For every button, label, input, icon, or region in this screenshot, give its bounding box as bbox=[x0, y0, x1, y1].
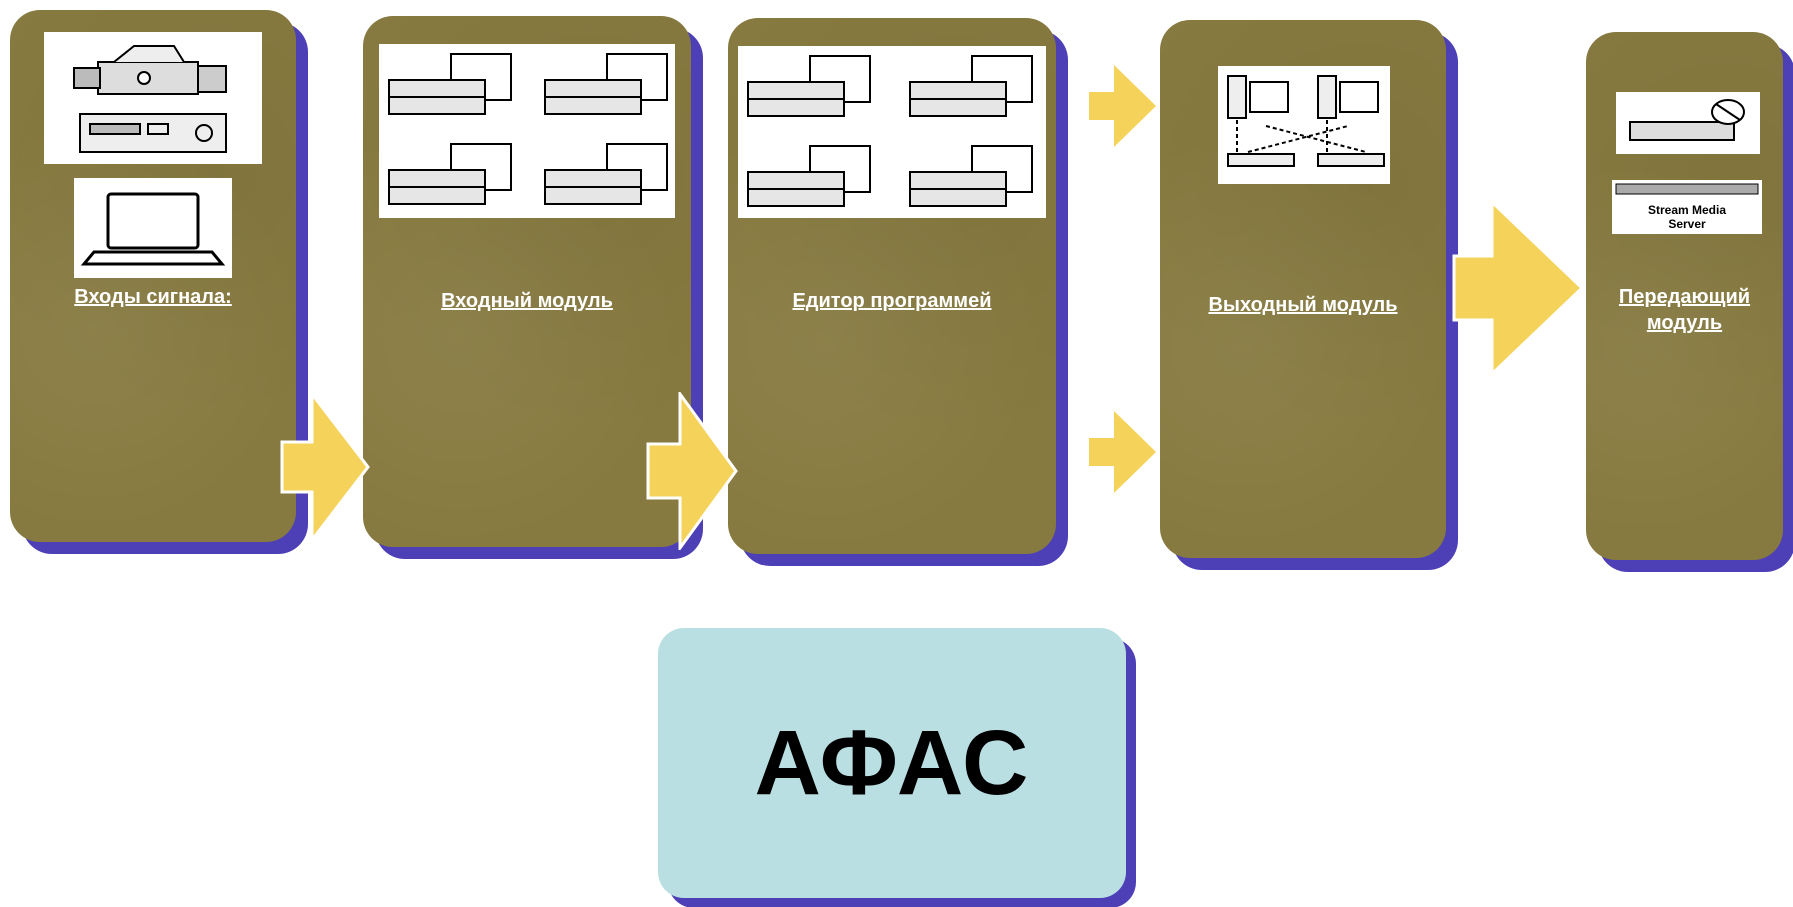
network-computers-icon bbox=[1218, 66, 1390, 184]
block-label: Входы сигнала: bbox=[74, 286, 232, 308]
workstation-grid-icon bbox=[738, 46, 1046, 218]
video-camera-icon bbox=[44, 32, 262, 164]
block-input-module: Входный модуль bbox=[363, 16, 691, 547]
flow-arrow bbox=[280, 392, 370, 542]
block-label: Едитор программей bbox=[792, 290, 992, 312]
workstation-grid-icon bbox=[379, 44, 675, 218]
laptop-icon bbox=[74, 178, 232, 278]
flow-arrow bbox=[1088, 64, 1158, 148]
svg-text:Server: Server bbox=[1668, 217, 1706, 231]
block-label: Выходный модуль bbox=[1208, 294, 1398, 316]
block-signal-inputs: Входы сигнала: bbox=[10, 10, 296, 542]
block-label: Передающий модуль bbox=[1618, 286, 1751, 334]
flow-arrow bbox=[1452, 200, 1584, 376]
block-program-editor: Едитор программей bbox=[728, 18, 1056, 554]
stream-server-icon: Stream Media Server bbox=[1612, 180, 1762, 234]
flow-arrow bbox=[646, 392, 738, 550]
svg-text:Stream Media: Stream Media bbox=[1648, 203, 1726, 217]
block-output-module: Выходный модуль bbox=[1160, 20, 1446, 558]
block-transmitting-module: Stream Media Server Передающий модуль bbox=[1586, 32, 1783, 560]
flow-arrow bbox=[1088, 410, 1158, 494]
satellite-receiver-icon bbox=[1616, 92, 1760, 154]
block-label: Входный модуль bbox=[441, 290, 613, 312]
afas-box: АФАС bbox=[658, 628, 1126, 898]
afas-title: АФАС bbox=[754, 711, 1030, 814]
